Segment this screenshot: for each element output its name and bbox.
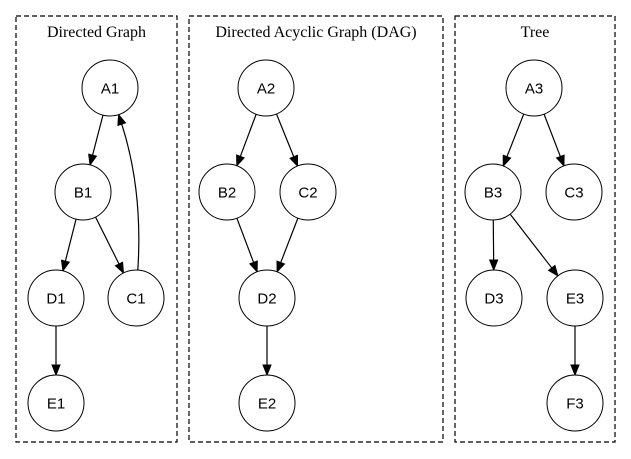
panel-directed: Directed Graph [15,15,178,443]
edge-a1-b1 [88,114,104,167]
node-circle-d3 [465,269,523,327]
node-circle-e2 [238,374,296,432]
node-circle-c3 [545,163,603,221]
node-e3: E3 [546,269,604,327]
panel-title-directed: Directed Graph [47,24,146,41]
panel-border-dag [188,15,444,443]
node-circle-b1 [54,163,112,221]
edge-a2-b2 [236,114,257,168]
node-label-a3: A3 [525,81,543,98]
node-label-b3: B3 [484,185,502,202]
node-label-d1: D1 [46,291,65,308]
node-circle-e3 [546,269,604,327]
node-label-d3: D3 [484,291,503,308]
node-label-d2: D2 [257,291,276,308]
node-c2: C2 [279,163,337,221]
node-d3: D3 [465,269,523,327]
node-circle-b2 [198,163,256,221]
edge-c1-a1 [117,113,140,271]
node-circle-d2 [238,269,296,327]
node-label-e2: E2 [258,396,276,413]
edge-b3-e3 [509,213,559,277]
edge-b3-d3 [488,219,499,272]
node-circle-c1 [107,269,165,327]
node-label-a2: A2 [257,81,275,98]
node-a2: A2 [237,59,295,117]
node-d2: D2 [238,269,296,327]
node-d1: D1 [27,269,85,327]
panel-tree: Tree [454,15,616,443]
node-circle-c2 [279,163,337,221]
edge-a2-c2 [275,113,299,168]
node-circle-a2 [237,59,295,117]
node-f3: F3 [546,374,604,432]
node-circle-e1 [27,374,85,432]
panel-border-tree [454,15,616,443]
edge-b2-d2 [236,217,258,274]
edge-d1-e1 [51,326,61,377]
edge-a3-b3 [502,113,525,168]
node-e2: E2 [238,374,296,432]
panel-title-tree: Tree [521,24,550,41]
panel-title-dag: Directed Acyclic Graph (DAG) [215,24,416,41]
node-label-e1: E1 [47,396,65,413]
node-circle-d1 [27,269,85,327]
node-circle-a1 [81,59,139,117]
panel-dag: Directed Acyclic Graph (DAG) [188,15,444,443]
edge-b1-d1 [60,218,77,273]
node-label-c2: C2 [298,185,317,202]
node-label-a1: A1 [101,81,119,98]
node-a1: A1 [81,59,139,117]
node-label-b1: B1 [74,185,92,202]
node-c1: C1 [107,269,165,327]
node-label-f3: F3 [566,396,584,413]
node-a3: A3 [505,59,563,117]
edge-b1-c1 [94,216,125,275]
node-label-b2: B2 [218,185,236,202]
edge-a3-c3 [543,113,565,168]
node-e1: E1 [27,374,85,432]
node-label-c1: C1 [126,291,145,308]
node-b3: B3 [464,163,522,221]
node-b1: B1 [54,163,112,221]
node-b2: B2 [198,163,256,221]
node-label-e3: E3 [566,291,584,308]
node-circle-a3 [505,59,563,117]
edge-d2-e2 [262,326,272,377]
node-circle-f3 [546,374,604,432]
node-label-c3: C3 [564,185,583,202]
node-c3: C3 [545,163,603,221]
node-circle-b3 [464,163,522,221]
edge-c2-d2 [276,217,299,274]
edge-e3-f3 [570,326,580,377]
panel-border-directed [15,15,178,443]
